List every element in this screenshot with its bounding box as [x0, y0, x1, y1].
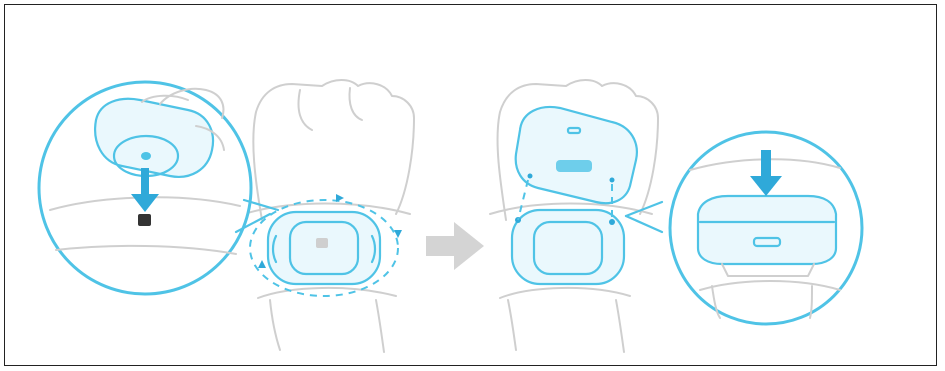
mount-pin — [316, 238, 328, 248]
tracker-icon — [516, 107, 637, 203]
tracker-icon — [698, 196, 836, 276]
step-2-illustration — [490, 80, 862, 352]
magnifier-circle — [626, 132, 862, 324]
step-arrow-icon — [426, 222, 484, 270]
mount-pin-zoom — [138, 214, 151, 226]
step-1-illustration — [39, 80, 414, 352]
magnifier-circle — [39, 82, 278, 294]
